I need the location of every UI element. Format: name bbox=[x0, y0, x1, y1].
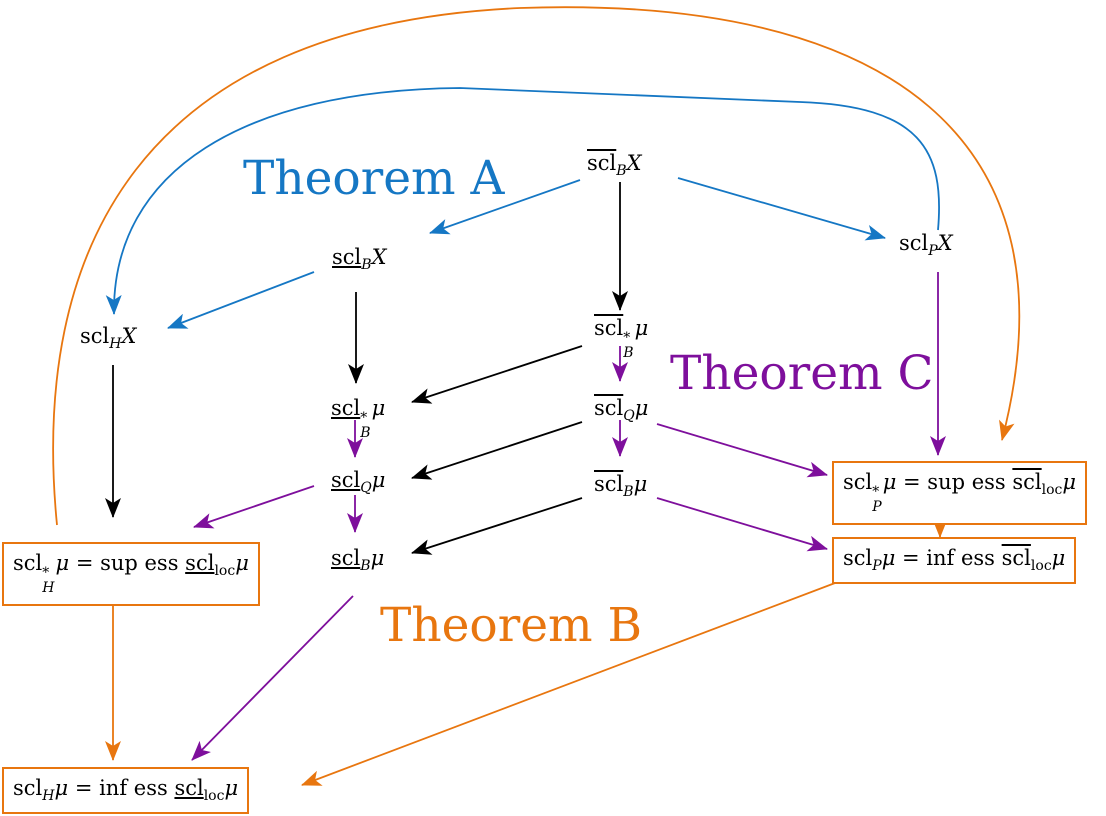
arg-text: μ bbox=[371, 396, 386, 420]
scl-text: scl bbox=[13, 776, 43, 800]
scl-text: scl bbox=[80, 324, 110, 348]
arg-text: μ bbox=[371, 468, 386, 492]
arrow-sclunderBmu-to-infH bbox=[191, 595, 354, 761]
arrow-infP-to-infH bbox=[301, 579, 844, 786]
arg-text: X bbox=[371, 245, 387, 269]
arrow-sclbarBX-to-sclPX bbox=[677, 177, 886, 241]
scl-loc-text: scl bbox=[174, 776, 204, 800]
sub-text: H bbox=[42, 788, 55, 804]
scl-text: scl bbox=[587, 151, 617, 175]
arg-text: X bbox=[937, 231, 953, 255]
scl-loc-text: scl bbox=[1001, 546, 1031, 570]
sub-text: B bbox=[623, 484, 634, 500]
scl-text: scl bbox=[899, 231, 929, 255]
node-sclunder-B-X: sclBX bbox=[332, 245, 387, 273]
scl-loc-text: scl bbox=[185, 551, 215, 575]
scl-text: scl bbox=[843, 470, 873, 494]
arg-text: μ bbox=[882, 470, 897, 494]
box-inf-H: sclHμ = inf ess scllocμ bbox=[2, 767, 250, 814]
node-sclunder-B-mu: sclBμ bbox=[331, 546, 385, 574]
equation-text: = sup ess bbox=[69, 551, 186, 575]
scl-text: scl bbox=[332, 245, 362, 269]
sub-text: P bbox=[872, 498, 882, 515]
sub-text: B bbox=[361, 257, 372, 273]
loc-sub-text: loc bbox=[1041, 482, 1063, 498]
scl-text: scl bbox=[331, 546, 361, 570]
arg-text: μ bbox=[633, 472, 648, 496]
sub-text: H bbox=[109, 336, 122, 352]
node-sclbar-B-X: sclBX bbox=[587, 151, 642, 179]
theorem-a-title: Theorem A bbox=[243, 151, 505, 206]
scl-text: scl bbox=[594, 396, 624, 420]
loc-arg-text: μ bbox=[235, 551, 249, 575]
scl-text: scl bbox=[594, 316, 624, 340]
theorem-b-title: Theorem B bbox=[380, 598, 643, 653]
arrow-sclPX-to-sclHX bbox=[105, 87, 940, 315]
loc-arg-text: μ bbox=[1051, 546, 1066, 570]
arrow-sclbarstarBmu-to-sclunderstarBmu bbox=[411, 345, 583, 404]
arrow-sclbarBmu-to-infP bbox=[656, 497, 828, 552]
sup-text: * bbox=[42, 565, 50, 581]
equation-text: = inf ess bbox=[895, 546, 1002, 570]
scl-text: scl bbox=[331, 396, 361, 420]
arg-text: X bbox=[121, 324, 137, 348]
loc-sub-text: loc bbox=[203, 788, 225, 804]
sub-text: B bbox=[360, 424, 371, 441]
arrow-sclbarBmu-to-sclunderBmu bbox=[411, 497, 583, 555]
loc-arg-text: μ bbox=[224, 776, 239, 800]
sub-text: B bbox=[623, 344, 634, 361]
arg-text: μ bbox=[634, 316, 649, 340]
scl-text: scl bbox=[843, 546, 873, 570]
sup-text: * bbox=[872, 484, 880, 500]
sup-text: * bbox=[623, 330, 631, 346]
arg-text: μ bbox=[370, 546, 385, 570]
scl-text: scl bbox=[13, 551, 43, 575]
arrow-sclbarBX-to-sclunderBX bbox=[429, 179, 581, 235]
sup-text: * bbox=[360, 410, 368, 426]
arg-text: μ bbox=[54, 776, 69, 800]
node-scl-H-X: sclHX bbox=[80, 324, 137, 352]
scl-text: scl bbox=[331, 468, 361, 492]
arrow-sclunderBX-to-sclHX bbox=[167, 271, 315, 329]
node-sclunder-Q-mu: sclQμ bbox=[331, 468, 386, 496]
box-inf-P: sclPμ = inf ess scllocμ bbox=[832, 537, 1077, 584]
loc-sub-text: loc bbox=[1030, 558, 1052, 574]
node-sclbar-Q-mu: sclQμ bbox=[594, 396, 649, 424]
sub-text: P bbox=[872, 558, 882, 574]
arg-text: μ bbox=[634, 396, 649, 420]
node-scl-P-X: sclPX bbox=[899, 231, 953, 259]
sub-text: B bbox=[616, 163, 627, 179]
arrow-supH-to-supP bbox=[52, 6, 1021, 526]
sub-text: H bbox=[42, 579, 55, 596]
theorem-c-title: Theorem C bbox=[670, 346, 934, 401]
scl-loc-text: scl bbox=[1012, 470, 1042, 494]
arg-text: μ bbox=[881, 546, 896, 570]
node-sclbar-B-mu: sclBμ bbox=[594, 472, 648, 500]
arrow-sclbarQmu-to-supP bbox=[656, 423, 828, 478]
scl-text: scl bbox=[594, 472, 624, 496]
arrow-sclbarQmu-to-sclunderQmu bbox=[411, 421, 583, 480]
sub-text: Q bbox=[360, 480, 372, 496]
equation-text: = sup ess bbox=[896, 470, 1013, 494]
sub-text: P bbox=[928, 243, 938, 259]
arrow-sclunderQmu-to-supH bbox=[193, 485, 315, 529]
arg-text: X bbox=[626, 151, 642, 175]
arg-text: μ bbox=[55, 551, 70, 575]
loc-arg-text: μ bbox=[1062, 470, 1077, 494]
sub-text: B bbox=[360, 558, 371, 574]
sub-text: Q bbox=[623, 408, 635, 424]
loc-sub-text: loc bbox=[214, 563, 236, 579]
equation-text: = inf ess bbox=[68, 776, 175, 800]
